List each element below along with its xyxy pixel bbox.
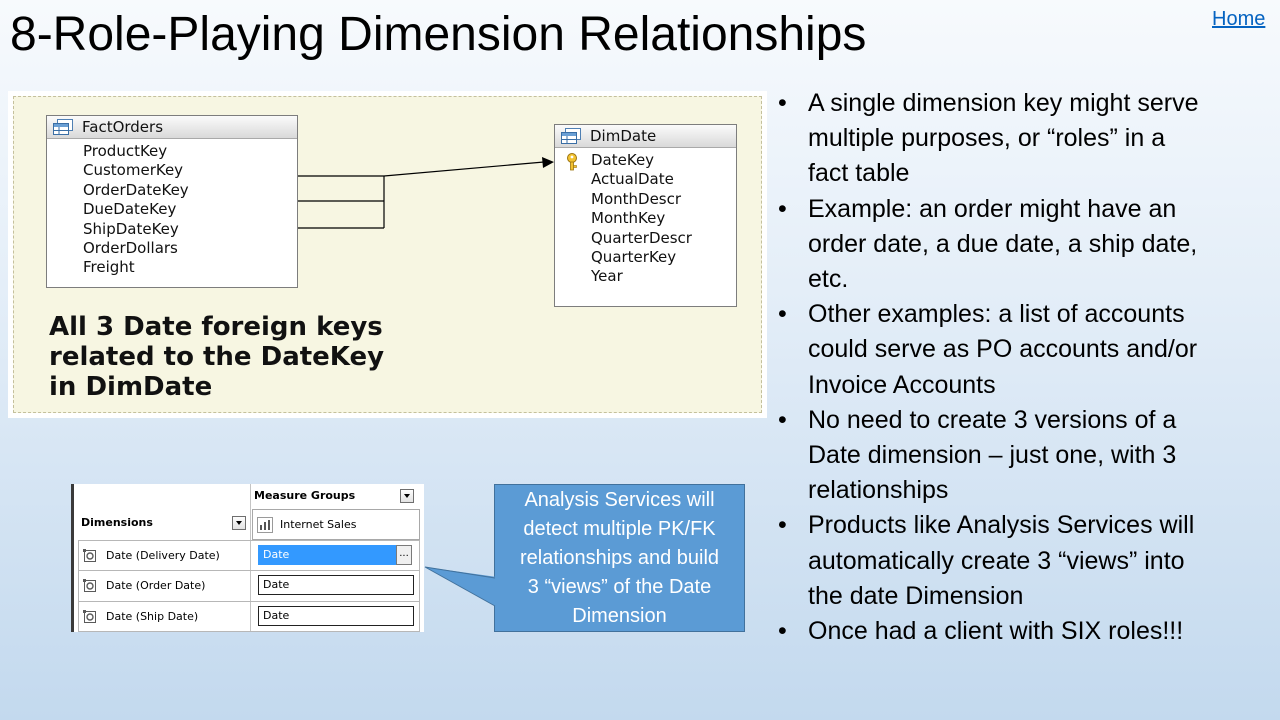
column-product-key: ProductKey [83, 142, 168, 160]
dimensions-dropdown-icon[interactable] [232, 516, 246, 530]
callout-pointer [424, 566, 497, 607]
diagram-caption: All 3 Date foreign keys related to the D… [49, 312, 385, 402]
callout-text: Analysis Services will detect multiple P… [519, 488, 720, 627]
table-name: DimDate [590, 127, 657, 145]
dim-date-table: DimDate DateKey ActualDate MonthDescr Mo… [554, 124, 737, 307]
column-order-date-key: OrderDateKey [83, 180, 189, 199]
dimensions-header: Dimensions [81, 516, 153, 529]
measure-group-icon [257, 517, 273, 533]
browse-button[interactable]: ... [396, 545, 412, 565]
table-name: FactOrders [82, 118, 164, 136]
column-customer-key: CustomerKey [83, 161, 184, 180]
bullet-marker: • [778, 300, 787, 329]
column-due-date-key: DueDateKey [83, 200, 177, 219]
bullet-marker: • [778, 405, 787, 434]
relationship-arrowhead [542, 157, 554, 168]
column-month-descr: MonthDescr [591, 189, 682, 208]
cube-dimension-icon [83, 579, 97, 593]
bullet-list: • A single dimension key might serve mult… [778, 86, 1273, 649]
column-year: Year [591, 267, 623, 286]
bullet-text: A single dimension key might serve multi… [808, 89, 1199, 188]
dimension-name: Date (Ship Date) [106, 610, 199, 623]
measure-groups-dropdown-icon[interactable] [400, 489, 414, 503]
column-month-key: MonthKey [591, 209, 666, 228]
measure-group-cell: Internet Sales [252, 509, 420, 540]
table-icon [561, 128, 581, 144]
column-freight: Freight [83, 258, 135, 277]
callout-box: Analysis Services will detect multiple P… [494, 484, 745, 632]
cube-dimension-icon [83, 610, 97, 624]
grid-left-border [71, 484, 74, 632]
measure-groups-header: Measure Groups [254, 489, 356, 502]
bullet-item: • A single dimension key might serve mult… [778, 86, 1273, 192]
cube-dimension-field[interactable]: Date [258, 545, 396, 565]
table-header: DimDate [555, 125, 736, 148]
measure-group-name: Internet Sales [280, 518, 357, 531]
cube-dimension-field[interactable]: Date [258, 575, 414, 595]
dimension-name: Date (Delivery Date) [106, 549, 220, 562]
dimension-row-delivery-date[interactable]: Date (Delivery Date) Date ... [78, 540, 420, 571]
home-link[interactable]: Home [1212, 8, 1266, 30]
relationship-line-to-datekey [383, 161, 545, 177]
bullet-marker: • [778, 617, 787, 646]
bullet-text: Example: an order might have an order da… [808, 194, 1198, 294]
bullet-item: • Once had a client with SIX roles!!! [778, 614, 1273, 649]
table-columns: ProductKey CustomerKey OrderDateKey DueD… [83, 142, 189, 278]
table-header: FactOrders [47, 116, 297, 139]
dimension-name: Date (Order Date) [106, 579, 206, 592]
dimension-usage-grid: Measure Groups Dimensions Internet Sales… [71, 484, 424, 632]
column-quarter-key: QuarterKey [591, 248, 677, 267]
bullet-item: • Example: an order might have an order d… [778, 192, 1273, 298]
primary-key-icon [564, 153, 580, 171]
grid-column-divider [250, 484, 251, 632]
relationship-connectors [298, 157, 554, 229]
column-date-key: DateKey [591, 151, 655, 169]
bullet-item: • Products like Analysis Services will au… [778, 508, 1273, 614]
column-order-dollars: OrderDollars [83, 239, 178, 258]
bullet-text: Other examples: a list of accounts could… [808, 300, 1198, 399]
cube-dimension-field[interactable]: Date [258, 606, 414, 626]
slide-title: 8-Role-Playing Dimension Relationships [10, 8, 867, 61]
table-icon [53, 119, 73, 135]
bullet-marker: • [778, 511, 787, 540]
schema-diagram-image: FactOrders ProductKey CustomerKey OrderD… [8, 91, 767, 418]
bullet-item: • Other examples: a list of accounts coul… [778, 297, 1273, 403]
dimension-row-ship-date[interactable]: Date (Ship Date) Date [78, 601, 420, 632]
cube-dimension-icon [83, 549, 97, 563]
bullet-text: Once had a client with SIX roles!!! [808, 617, 1184, 646]
bullet-text: Products like Analysis Services will aut… [808, 511, 1195, 610]
table-columns: DateKey ActualDate MonthDescr MonthKey Q… [591, 151, 692, 287]
bullet-text: No need to create 3 versions of a Date d… [808, 405, 1177, 505]
bullet-marker: • [778, 89, 787, 117]
dimension-row-order-date[interactable]: Date (Order Date) Date [78, 570, 420, 602]
bullet-marker: • [778, 194, 787, 223]
column-ship-date-key: ShipDateKey [83, 219, 179, 238]
callout-pointer-outline [424, 566, 496, 607]
fact-orders-table: FactOrders ProductKey CustomerKey OrderD… [46, 115, 298, 288]
bullet-item: • No need to create 3 versions of a Date … [778, 403, 1273, 509]
column-quarter-descr: QuarterDescr [591, 228, 692, 247]
column-actual-date: ActualDate [591, 170, 674, 189]
